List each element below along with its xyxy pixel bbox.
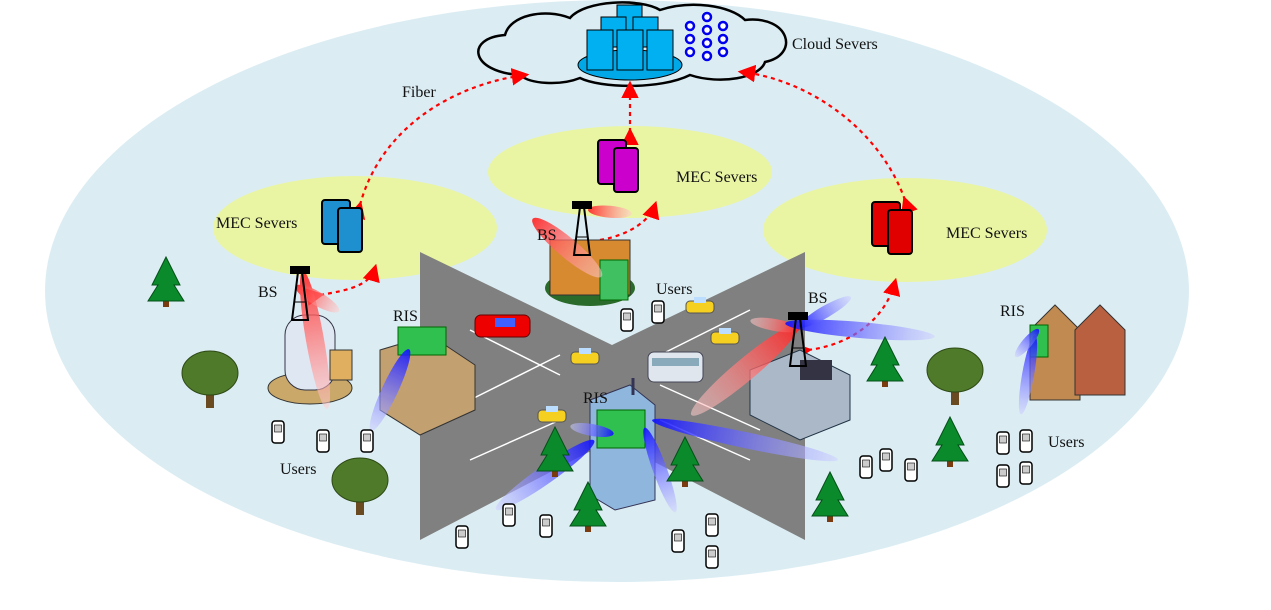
- phone-icon: [671, 529, 685, 553]
- phone-icon: [651, 300, 665, 324]
- mec-right-label: MEC Severs: [946, 225, 1027, 242]
- phone-icon: [1019, 429, 1033, 453]
- building-right-icon: [749, 349, 851, 441]
- phone-icon: [904, 458, 918, 482]
- phone-icon: [539, 514, 553, 538]
- phone-icon: [1019, 461, 1033, 485]
- phone-icon: [360, 429, 374, 453]
- mec-left-label: MEC Severs: [216, 215, 297, 232]
- mec-server-right-icon: [871, 201, 913, 255]
- bs-right-label: BS: [808, 290, 828, 307]
- phone-icon: [620, 308, 634, 332]
- ris-beams: [369, 296, 1040, 513]
- bs-left-label: BS: [258, 284, 278, 301]
- bs-middle-label: BS: [537, 227, 557, 244]
- houses-right-icon: [1029, 304, 1126, 401]
- red-car-icon: [474, 314, 531, 338]
- cloud: [477, 1, 788, 88]
- users-right-label: Users: [1048, 434, 1084, 451]
- fiber-link-left: [348, 68, 530, 221]
- bs-mec-link-middle: [599, 200, 660, 242]
- phone-icon: [271, 420, 285, 444]
- phone-icon: [996, 464, 1010, 488]
- building-center-ris-icon: [589, 378, 656, 511]
- bs-mec-link-left: [305, 263, 380, 306]
- bus-icon: [647, 351, 704, 383]
- cloud-servers-label: Cloud Severs: [792, 36, 878, 53]
- bs-beams: [295, 205, 800, 416]
- phone-icon: [705, 545, 719, 569]
- users-left-label: Users: [280, 461, 316, 478]
- users-middle-label: Users: [656, 281, 692, 298]
- mec-server-left-icon: [321, 199, 363, 253]
- ris-right-label: RIS: [1000, 303, 1025, 320]
- cloud-server-icon: [586, 4, 674, 71]
- phone-icon: [455, 525, 469, 549]
- bs-mec-link-right: [793, 277, 901, 361]
- phone-icon: [705, 513, 719, 537]
- mec-server-middle-icon: [597, 139, 639, 193]
- ris-left-label: RIS: [393, 308, 418, 325]
- phone-icon: [502, 503, 516, 527]
- ris-center-label: RIS: [583, 390, 608, 407]
- fiber-link-right: [737, 64, 918, 216]
- fiber-label: Fiber: [402, 84, 436, 101]
- neural-network-icon: [684, 11, 729, 62]
- phone-icon: [859, 455, 873, 479]
- phone-icon: [316, 429, 330, 453]
- phone-icon: [879, 448, 893, 472]
- mec-middle-label: MEC Severs: [676, 169, 757, 186]
- phone-icon: [996, 431, 1010, 455]
